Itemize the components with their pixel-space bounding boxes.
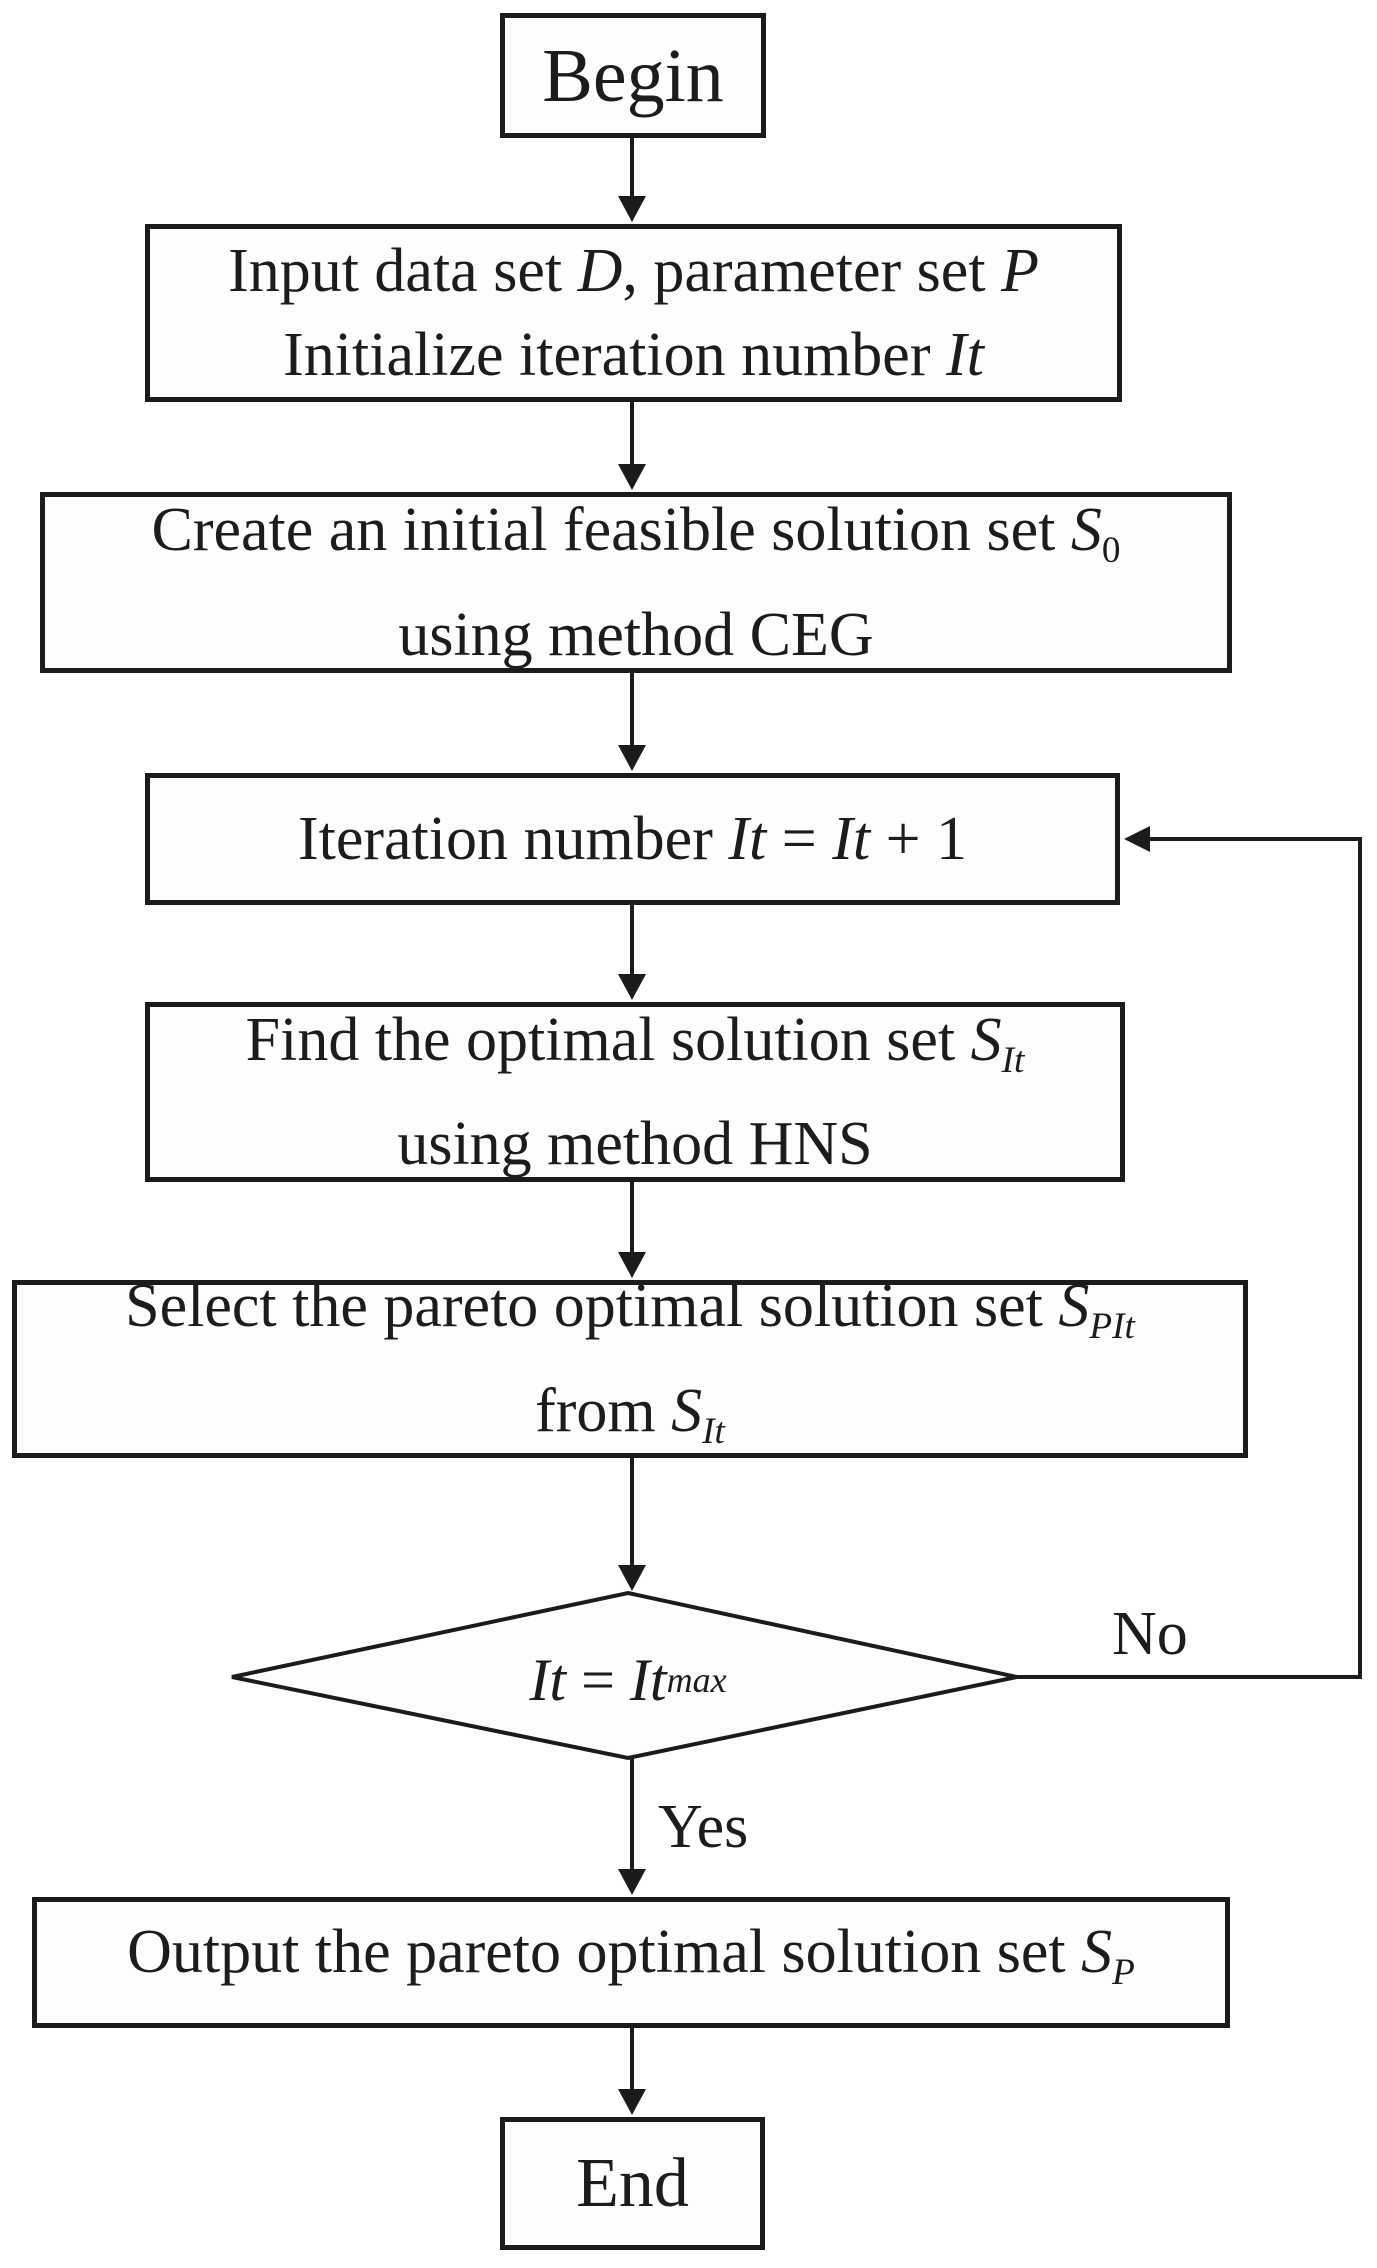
decision-diamond-shape [231,1590,1018,1761]
arrow-iteration-to-find-head [618,974,646,1000]
node-select: Select the pareto optimal solution set S… [12,1272,1248,1458]
node-find-line1: Find the optimal solution set SIt [245,1005,1025,1081]
node-end-label: End [576,2144,689,2222]
node-create-line1: Create an initial feasible solution set … [151,496,1121,571]
node-output-line: Output the pareto optimal solution set S… [127,1918,1135,1993]
node-begin: Begin [500,13,766,138]
arrow-create-to-iteration-head [618,745,646,771]
node-find-line2: using method HNS [397,1110,873,1179]
node-create-line2: using method CEG [398,600,874,669]
node-input-line1: Input data set D, parameter set P [228,237,1039,305]
arrow-select-to-decision-head [618,1565,646,1591]
node-input-line2: Initialize iteration number It [283,321,984,389]
arrow-begin-to-input-head [618,196,646,222]
node-iteration-line: Iteration number It = It + 1 [297,805,968,873]
arrow-input-to-create-head [618,464,646,490]
loop-no-path [1017,837,1362,1679]
loop-no-arrowhead [1124,826,1150,852]
edge-label-yes: Yes [658,1793,749,1861]
node-create: Create an initial feasible solution set … [40,492,1232,673]
node-iteration: Iteration number It = It + 1 [145,773,1120,905]
node-end: End [500,2117,765,2250]
node-select-line1: Select the pareto optimal solution set S… [125,1272,1135,1347]
node-find: Find the optimal solution set SIt using … [145,1002,1125,1182]
arrow-output-to-end-head [618,2089,646,2115]
node-input: Input data set D, parameter set P Initia… [145,224,1122,402]
arrow-find-to-select-head [618,1252,646,1278]
edge-label-no: No [1112,1600,1188,1668]
arrow-decision-to-output-head [618,1869,646,1895]
node-output: Output the pareto optimal solution set S… [32,1897,1230,2028]
node-select-line2: from SIt [535,1377,725,1452]
node-begin-label: Begin [542,33,724,118]
